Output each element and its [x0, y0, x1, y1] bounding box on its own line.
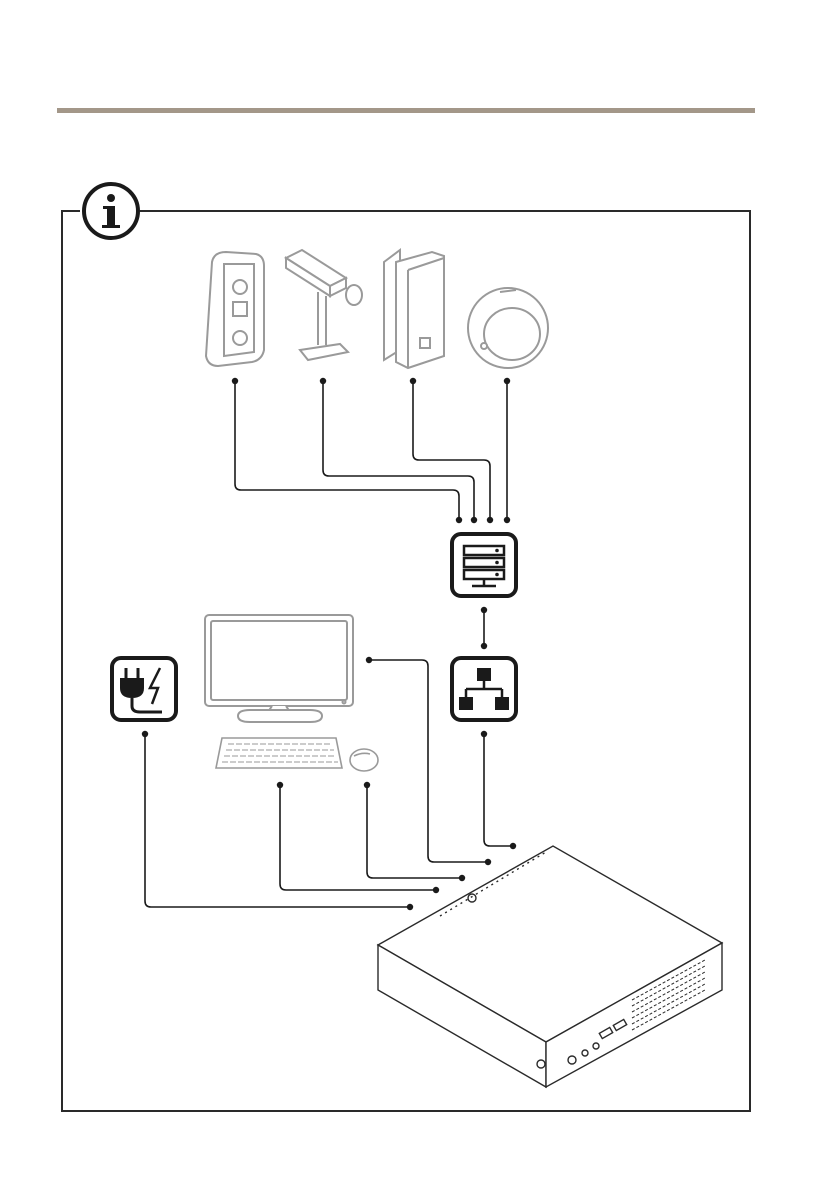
dome-camera	[468, 288, 548, 368]
info-icon	[84, 184, 138, 238]
mouse	[350, 749, 378, 771]
server-icon	[452, 534, 516, 596]
wall-mount-camera	[384, 250, 444, 368]
monitor	[205, 615, 353, 722]
bullet-box-camera	[286, 250, 362, 360]
network-switch-icon	[452, 658, 516, 720]
server-switch-cable	[481, 607, 487, 649]
cable-endpoints	[232, 378, 510, 523]
camera-cables	[235, 381, 507, 520]
keyboard	[216, 738, 342, 768]
power-plug-icon	[112, 658, 176, 720]
intercom-camera	[206, 252, 264, 366]
recorder-unit	[378, 846, 722, 1087]
